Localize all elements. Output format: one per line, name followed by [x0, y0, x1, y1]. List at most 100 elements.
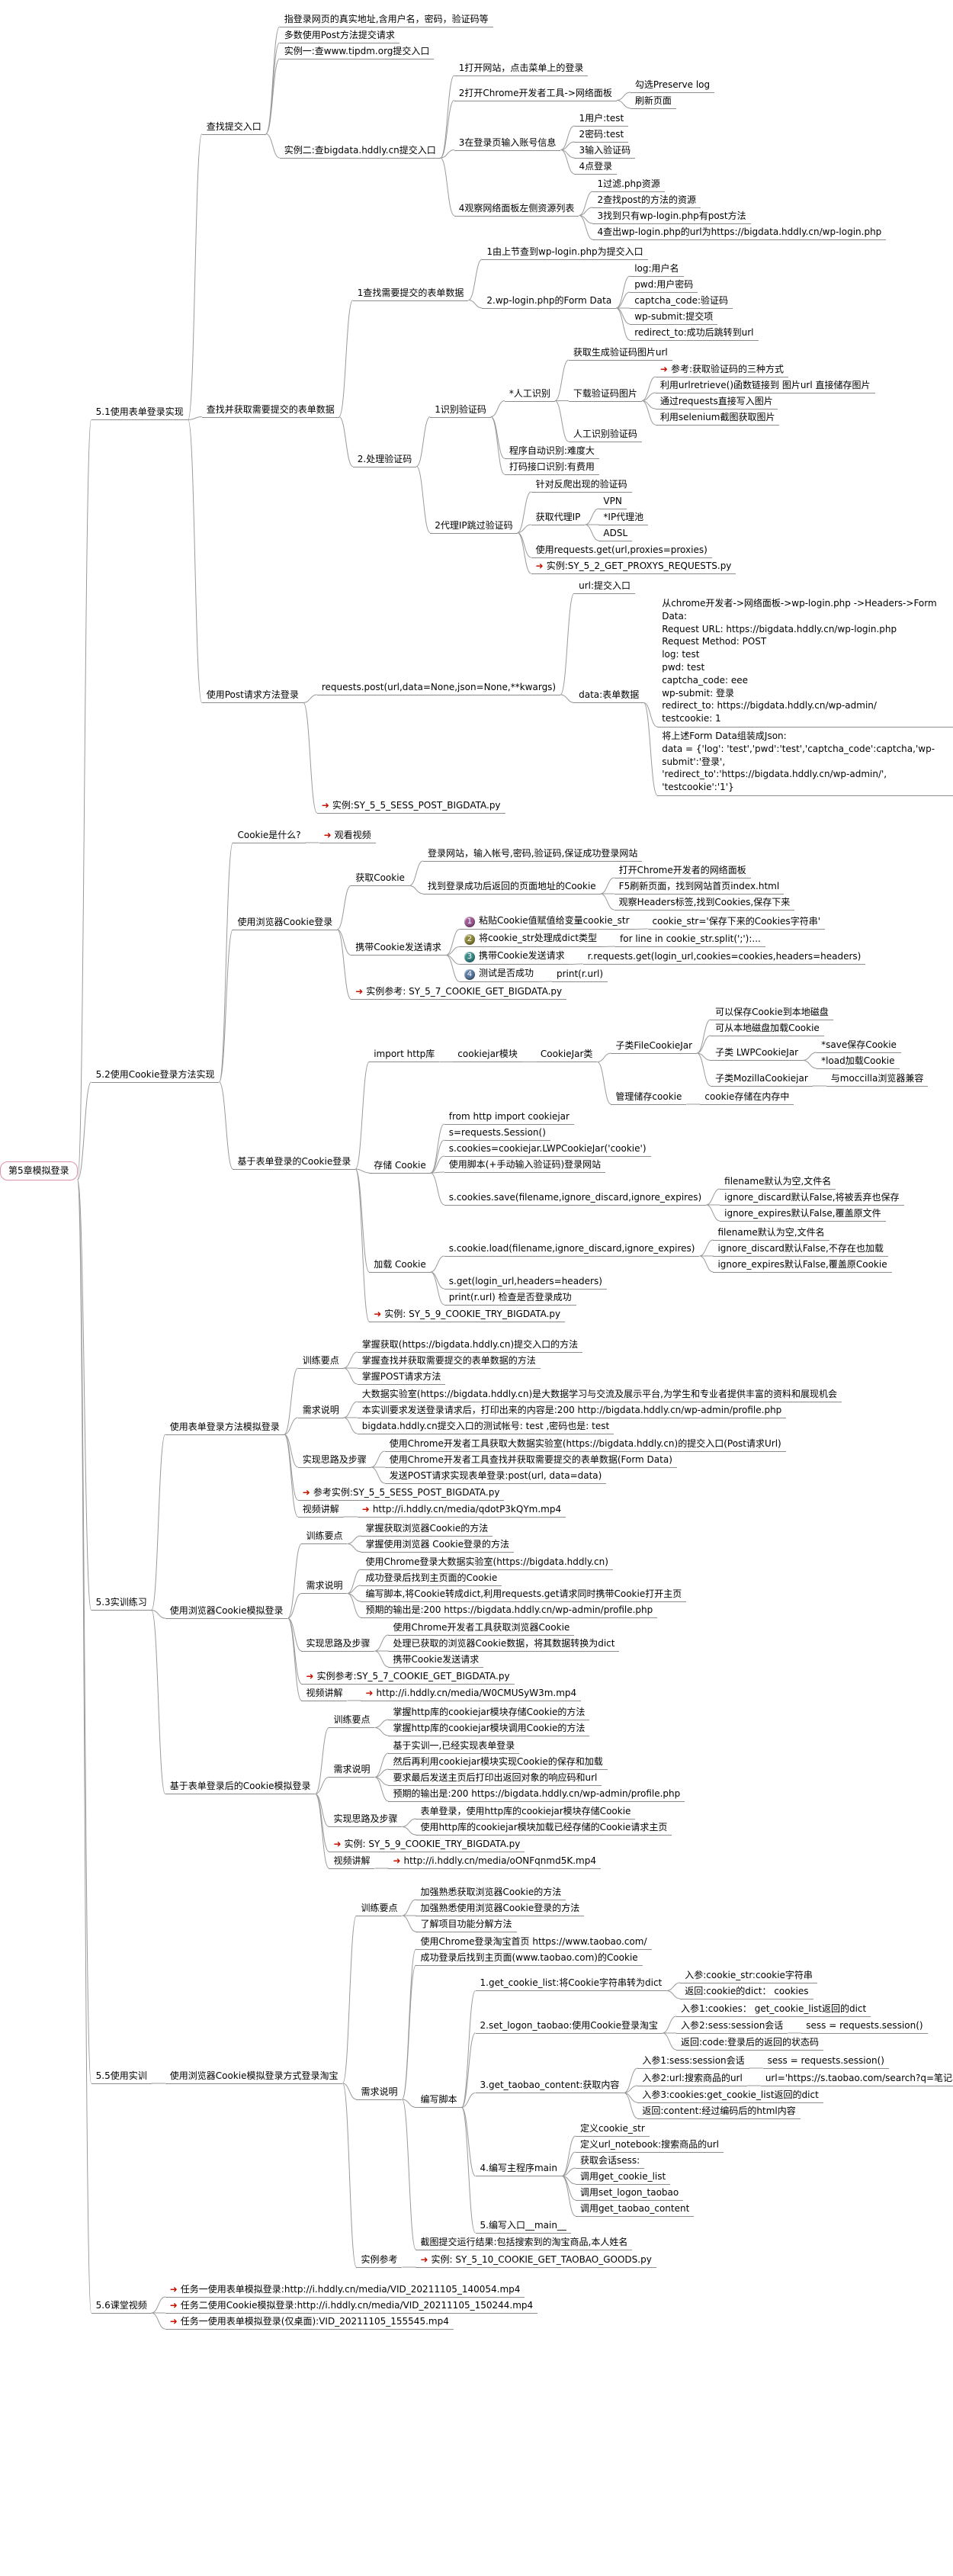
node-label[interactable]: 与moccilla浏览器兼容 — [826, 1072, 929, 1087]
node-label[interactable]: captcha_code:验证码 — [630, 294, 733, 309]
node-label[interactable]: s.cookies.save(filename,ignore_discard,i… — [444, 1191, 706, 1206]
node-label[interactable]: 训练要点 — [298, 1354, 344, 1369]
node-label[interactable]: 基于表单登录后的Cookie模拟登录 — [165, 1780, 316, 1794]
node-label[interactable]: 勾选Preserve log — [631, 79, 714, 93]
node-label[interactable]: url:提交入口 — [574, 580, 635, 594]
node-label[interactable]: 子类 LWPCookieJar — [711, 1046, 803, 1061]
node-label[interactable]: 预期的输出是:200 https://bigdata.hddly.cn/wp-a… — [388, 1787, 685, 1802]
node-label[interactable]: 人工识别验证码 — [569, 428, 642, 442]
branch-5-1[interactable]: 5.1使用表单登录实现 — [91, 406, 188, 420]
node-label[interactable]: cookie存储在内存中 — [700, 1090, 794, 1105]
video-link[interactable]: ➜http://i.hddly.cn/media/W0CMUSyW3m.mp4 — [361, 1687, 581, 1701]
node-label[interactable]: 获取Cookie — [351, 872, 409, 886]
node-label[interactable]: redirect_to:成功后跳转到url — [630, 326, 758, 341]
example-ref[interactable]: ➜实例: SY_5_10_COOKIE_GET_TAOBAO_GOODS.py — [416, 2253, 656, 2268]
node-label[interactable]: VPN — [598, 495, 626, 509]
node-label[interactable]: 1由上节查到wp-login.php为提交入口 — [482, 246, 647, 260]
node-label[interactable]: 子类FileCookieJar — [611, 1039, 697, 1054]
node-label[interactable]: ADSL — [598, 527, 632, 541]
node-label[interactable]: 使用浏览器Cookie登录 — [233, 916, 337, 930]
node-label[interactable]: 表单登录，使用http库的cookiejar模块存储Cookie — [416, 1805, 635, 1820]
node-label[interactable]: *IP代理池 — [598, 511, 648, 525]
node-label[interactable]: 编写脚本 — [416, 2093, 461, 2108]
node-label[interactable]: 入参2:sess:session会话 — [676, 2019, 788, 2034]
node-label[interactable]: requests.post(url,data=None,json=None,**… — [317, 681, 560, 695]
node-label[interactable]: 4.编写主程序main — [476, 2162, 562, 2176]
node-label[interactable]: 2代理IP跳过验证码 — [430, 519, 517, 534]
node-label[interactable]: 查找提交入口 — [202, 120, 266, 135]
node-label[interactable]: cookiejar模块 — [453, 1048, 522, 1062]
node-label[interactable]: ➜参考:获取验证码的三种方式 — [656, 363, 788, 377]
node-label[interactable]: 携带Cookie发送请求 — [351, 941, 446, 956]
node-label[interactable]: 使用Post请求方法登录 — [202, 689, 303, 703]
node-label[interactable]: 将上述Form Data组装成Json: data = {'log': 'tes… — [657, 729, 953, 796]
node-label[interactable]: 刷新页面 — [631, 95, 676, 109]
node-label[interactable]: 返回:cookie的dict： cookies — [680, 1985, 813, 1999]
node-label[interactable]: 使用Chrome登录淘宝首页 https://www.taobao.com/ — [416, 1935, 651, 1950]
node-label[interactable]: 子类MozillaCookiejar — [711, 1072, 813, 1087]
node-label[interactable]: 加载 Cookie — [369, 1258, 431, 1273]
node-label[interactable]: 训练要点 — [329, 1714, 374, 1728]
node-label[interactable]: 查找并获取需要提交的表单数据 — [202, 403, 339, 418]
node-label[interactable]: 要求最后发送主页后打印出返回对象的响应码和url — [388, 1771, 602, 1786]
node-label[interactable]: 返回:content:经过编码后的html内容 — [637, 2105, 800, 2119]
node-label[interactable]: F5刷新页面，找到网站首页index.html — [614, 880, 785, 895]
node-label[interactable]: 存储 Cookie — [369, 1159, 431, 1174]
node-label[interactable]: s.get(login_url,headers=headers) — [444, 1275, 607, 1290]
node-label[interactable]: print(r.url) 检查是否登录成功 — [444, 1291, 576, 1306]
node-label[interactable]: 使用浏览器Cookie模拟登录方式登录淘宝 — [165, 2070, 343, 2084]
node-label[interactable]: 获取代理IP — [531, 511, 586, 525]
node-label[interactable]: 实现思路及步骤 — [301, 1637, 374, 1652]
node-label[interactable]: 编写脚本,将Cookie转成dict,利用requests.get请求同时携带C… — [361, 1588, 686, 1602]
node-label[interactable]: pwd:用户密码 — [630, 278, 698, 293]
node-label[interactable]: 需求说明 — [356, 2086, 402, 2100]
node-label[interactable]: 3.get_taobao_content:获取内容 — [476, 2079, 624, 2093]
node-label[interactable]: 返回:code:登录后的返回的状态码 — [676, 2036, 823, 2051]
node-label[interactable]: 需求说明 — [298, 1404, 344, 1418]
node-label[interactable]: 可以保存Cookie到本地磁盘 — [711, 1006, 833, 1020]
node-label[interactable]: 大数据实验室(https://bigdata.hddly.cn)是大数据学习与交… — [358, 1388, 842, 1402]
node-label[interactable]: 指登录网页的真实地址,含用户名，密码，验证码等 — [280, 13, 493, 27]
node-label[interactable]: bigdata.hddly.cn提交入口的测试帐号: test ,密码也是: t… — [358, 1420, 614, 1434]
node-label[interactable]: 掌握POST请求方法 — [358, 1370, 446, 1385]
example-ref[interactable]: ➜实例参考:SY_5_7_COOKIE_GET_BIGDATA.py — [301, 1670, 514, 1685]
node-label[interactable]: 下载验证码图片 — [569, 387, 642, 402]
node-label[interactable]: *人工识别 — [505, 387, 555, 402]
node-label[interactable]: 4观察网络面板左侧资源列表 — [454, 202, 579, 217]
node-label[interactable]: 掌握查找并获取需要提交的表单数据的方法 — [358, 1354, 541, 1369]
node-label[interactable]: s.cookies=cookiejar.LWPCookieJar('cookie… — [444, 1142, 651, 1157]
node-label[interactable]: data:表单数据 — [574, 689, 643, 703]
node-label[interactable]: 入参1:sess:session会话 — [637, 2054, 749, 2069]
node-label[interactable]: 使用Chrome开发者工具查找并获取需要提交的表单数据(Form Data) — [385, 1453, 677, 1468]
node-label[interactable]: sess = requests.session() — [763, 2054, 889, 2069]
video-link[interactable]: ➜http://i.hddly.cn/media/oONFqnmd5K.mp4 — [388, 1855, 600, 1869]
node-label[interactable]: 调用set_logon_taobao — [576, 2186, 683, 2201]
node-label[interactable]: 了解项目功能分解方法 — [416, 1918, 516, 1932]
node-label[interactable]: 掌握使用浏览器 Cookie登录的方法 — [361, 1538, 514, 1553]
node-label[interactable]: 从chrome开发者->网络面板->wp-login.php ->Headers… — [657, 596, 953, 728]
node-label[interactable]: 使用Chrome开发者工具获取浏览器Cookie — [388, 1621, 574, 1636]
example-ref[interactable]: ➜参考实例:SY_5_5_SESS_POST_BIGDATA.py — [298, 1486, 505, 1501]
video-link[interactable]: ➜任务一使用表单模拟登录:http://i.hddly.cn/media/VID… — [165, 2283, 525, 2298]
node-label[interactable]: 使用requests.get(url,proxies=proxies) — [531, 544, 712, 558]
node-label[interactable]: 使用表单登录方法模拟登录 — [165, 1421, 284, 1435]
video-link[interactable]: ➜任务二使用Cookie模拟登录:http://i.hddly.cn/media… — [165, 2299, 537, 2314]
node-label[interactable]: 使用脚本(+手动输入验证码)登录网站 — [444, 1158, 605, 1173]
node-label[interactable]: 然后再利用cookiejar模块实现Cookie的保存和加载 — [388, 1755, 607, 1770]
node-label[interactable]: 训练要点 — [301, 1530, 347, 1544]
node-label[interactable]: Cookie是什么? — [233, 829, 305, 843]
node-label[interactable]: 5.编写入口__main__ — [476, 2219, 571, 2234]
node-label[interactable]: url='https://s.taobao.com/search?q=笔记本' — [761, 2072, 953, 2086]
node-label[interactable]: 加强熟悉获取浏览器Cookie的方法 — [416, 1886, 566, 1900]
node-label[interactable]: 2.wp-login.php的Form Data — [482, 294, 616, 309]
node-label[interactable]: 本实训要求发送登录请求后，打印出来的内容是:200 http://bigdata… — [358, 1404, 787, 1418]
node-label[interactable]: 3输入验证码 — [574, 144, 635, 159]
node-label[interactable]: 实现思路及步骤 — [298, 1453, 371, 1468]
video-link[interactable]: ➜http://i.hddly.cn/media/qdotP3kQYm.mp4 — [358, 1503, 566, 1518]
example-ref[interactable]: ➜实例: SY_5_9_COOKIE_TRY_BIGDATA.py — [329, 1838, 525, 1852]
node-label[interactable]: 1用户:test — [574, 112, 628, 127]
node-label[interactable]: 利用urlretrieve()函数链接到 图片url 直接储存图片 — [656, 379, 875, 393]
node-label[interactable]: 通过requests直接写入图片 — [656, 395, 778, 410]
node-label[interactable]: wp-submit:提交项 — [630, 310, 717, 325]
